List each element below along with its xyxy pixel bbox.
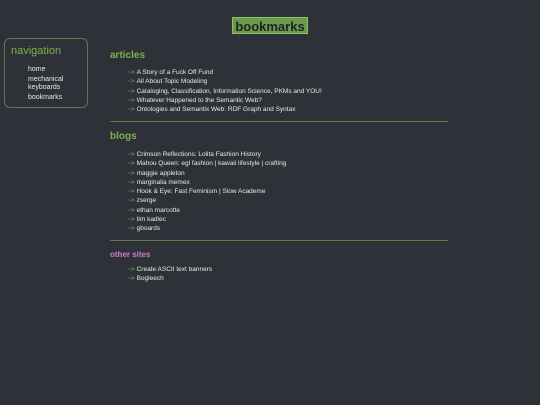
blog-link[interactable]: tim kadlec <box>136 216 166 224</box>
blogs-section: blogs ~>Crimson Reflections: Lolita Fash… <box>110 131 448 241</box>
list-item[interactable]: ~>Hook & Eye: Fast Feminism | Slow Acade… <box>127 187 286 196</box>
blog-link[interactable]: marginalia memex <box>136 178 190 186</box>
list-item[interactable]: ~>Ontologies and Semantix Web: RDF Graph… <box>127 105 322 114</box>
arrow-icon: ~> <box>127 225 135 233</box>
article-link[interactable]: All About Topic Modeling <box>136 78 208 86</box>
arrow-icon: ~> <box>127 178 135 186</box>
nav-item-bookmarks[interactable]: bookmarks <box>28 94 63 101</box>
article-link[interactable]: Ontologies and Semantix Web: RDF Graph a… <box>136 106 296 114</box>
list-item[interactable]: ~>Bogleech <box>127 274 212 283</box>
list-item[interactable]: ~>Mahou Queen: egl fashion | kawaii life… <box>127 159 286 168</box>
site-link[interactable]: Bogleech <box>136 275 164 283</box>
blog-link[interactable]: Crimson Reflections: Lolita Fashion Hist… <box>136 151 261 158</box>
arrow-icon: ~> <box>127 169 135 177</box>
list-item[interactable]: ~>gboards <box>127 224 286 233</box>
arrow-icon: ~> <box>127 160 135 168</box>
nav-item-mechanical-keyboards[interactable]: mechanical keyboards <box>28 76 64 91</box>
articles-section: articles ~>A Story of a Fuck Off Fund ~>… <box>110 50 448 122</box>
arrow-icon: ~> <box>127 69 135 76</box>
navigation-panel: navigation home mechanical keyboards boo… <box>4 38 88 108</box>
list-item[interactable]: ~>A Story of a Fuck Off Fund <box>127 68 322 77</box>
arrow-icon: ~> <box>127 106 135 114</box>
other-sites-list: ~>Create ASCII text banners ~>Bogleech <box>127 265 212 284</box>
arrow-icon: ~> <box>127 216 135 224</box>
blog-link[interactable]: Mahou Queen: egl fashion | kawaii lifest… <box>136 160 287 168</box>
blog-link[interactable]: Hook & Eye: Fast Feminism | Slow Academe <box>136 188 266 196</box>
arrow-icon: ~> <box>127 188 135 196</box>
arrow-icon: ~> <box>127 197 135 205</box>
list-item[interactable]: ~>tim kadlec <box>127 215 286 224</box>
list-item[interactable]: ~>All About Topic Modeling <box>127 77 322 86</box>
list-item[interactable]: ~>Crimson Reflections: Lolita Fashion Hi… <box>127 150 286 159</box>
site-title: bookmarks <box>232 17 308 34</box>
article-link[interactable]: Whatever Happened to the Semantic Web? <box>136 96 262 104</box>
navigation-heading: navigation <box>11 45 62 57</box>
blogs-heading: blogs <box>110 131 137 142</box>
list-item[interactable]: ~>marginalia memex <box>127 178 286 187</box>
section-divider <box>110 240 448 241</box>
other-sites-section: other sites ~>Create ASCII text banners … <box>110 249 448 282</box>
list-item[interactable]: ~>zserge <box>127 196 286 205</box>
blog-link[interactable]: ethan marcotte <box>136 206 180 214</box>
blogs-list: ~>Crimson Reflections: Lolita Fashion Hi… <box>127 150 286 234</box>
arrow-icon: ~> <box>127 266 135 273</box>
list-item[interactable]: ~>Create ASCII text banners <box>127 265 212 274</box>
article-link[interactable]: A Story of a Fuck Off Fund <box>136 69 214 76</box>
arrow-icon: ~> <box>127 206 135 214</box>
arrow-icon: ~> <box>127 275 135 283</box>
article-link[interactable]: Cataloging, Classification, Information … <box>136 87 322 95</box>
blog-link[interactable]: gboards <box>136 225 161 233</box>
list-item[interactable]: ~>Whatever Happened to the Semantic Web? <box>127 96 322 105</box>
other-sites-heading: other sites <box>110 250 151 259</box>
list-item[interactable]: ~>Cataloging, Classification, Informatio… <box>127 87 322 96</box>
articles-list: ~>A Story of a Fuck Off Fund ~>All About… <box>127 68 322 114</box>
navigation-list: home mechanical keyboards bookmarks <box>28 66 86 104</box>
articles-heading: articles <box>110 50 146 61</box>
list-item[interactable]: ~>ethan marcotte <box>127 206 286 215</box>
arrow-icon: ~> <box>127 78 135 86</box>
arrow-icon: ~> <box>127 96 135 104</box>
blog-link[interactable]: zserge <box>136 197 157 205</box>
site-link[interactable]: Create ASCII text banners <box>136 266 213 273</box>
section-divider <box>110 121 448 122</box>
nav-item-home[interactable]: home <box>28 66 46 73</box>
arrow-icon: ~> <box>127 87 135 95</box>
blog-link[interactable]: maggie appleton <box>136 169 185 177</box>
arrow-icon: ~> <box>127 151 135 158</box>
list-item[interactable]: ~>maggie appleton <box>127 169 286 178</box>
